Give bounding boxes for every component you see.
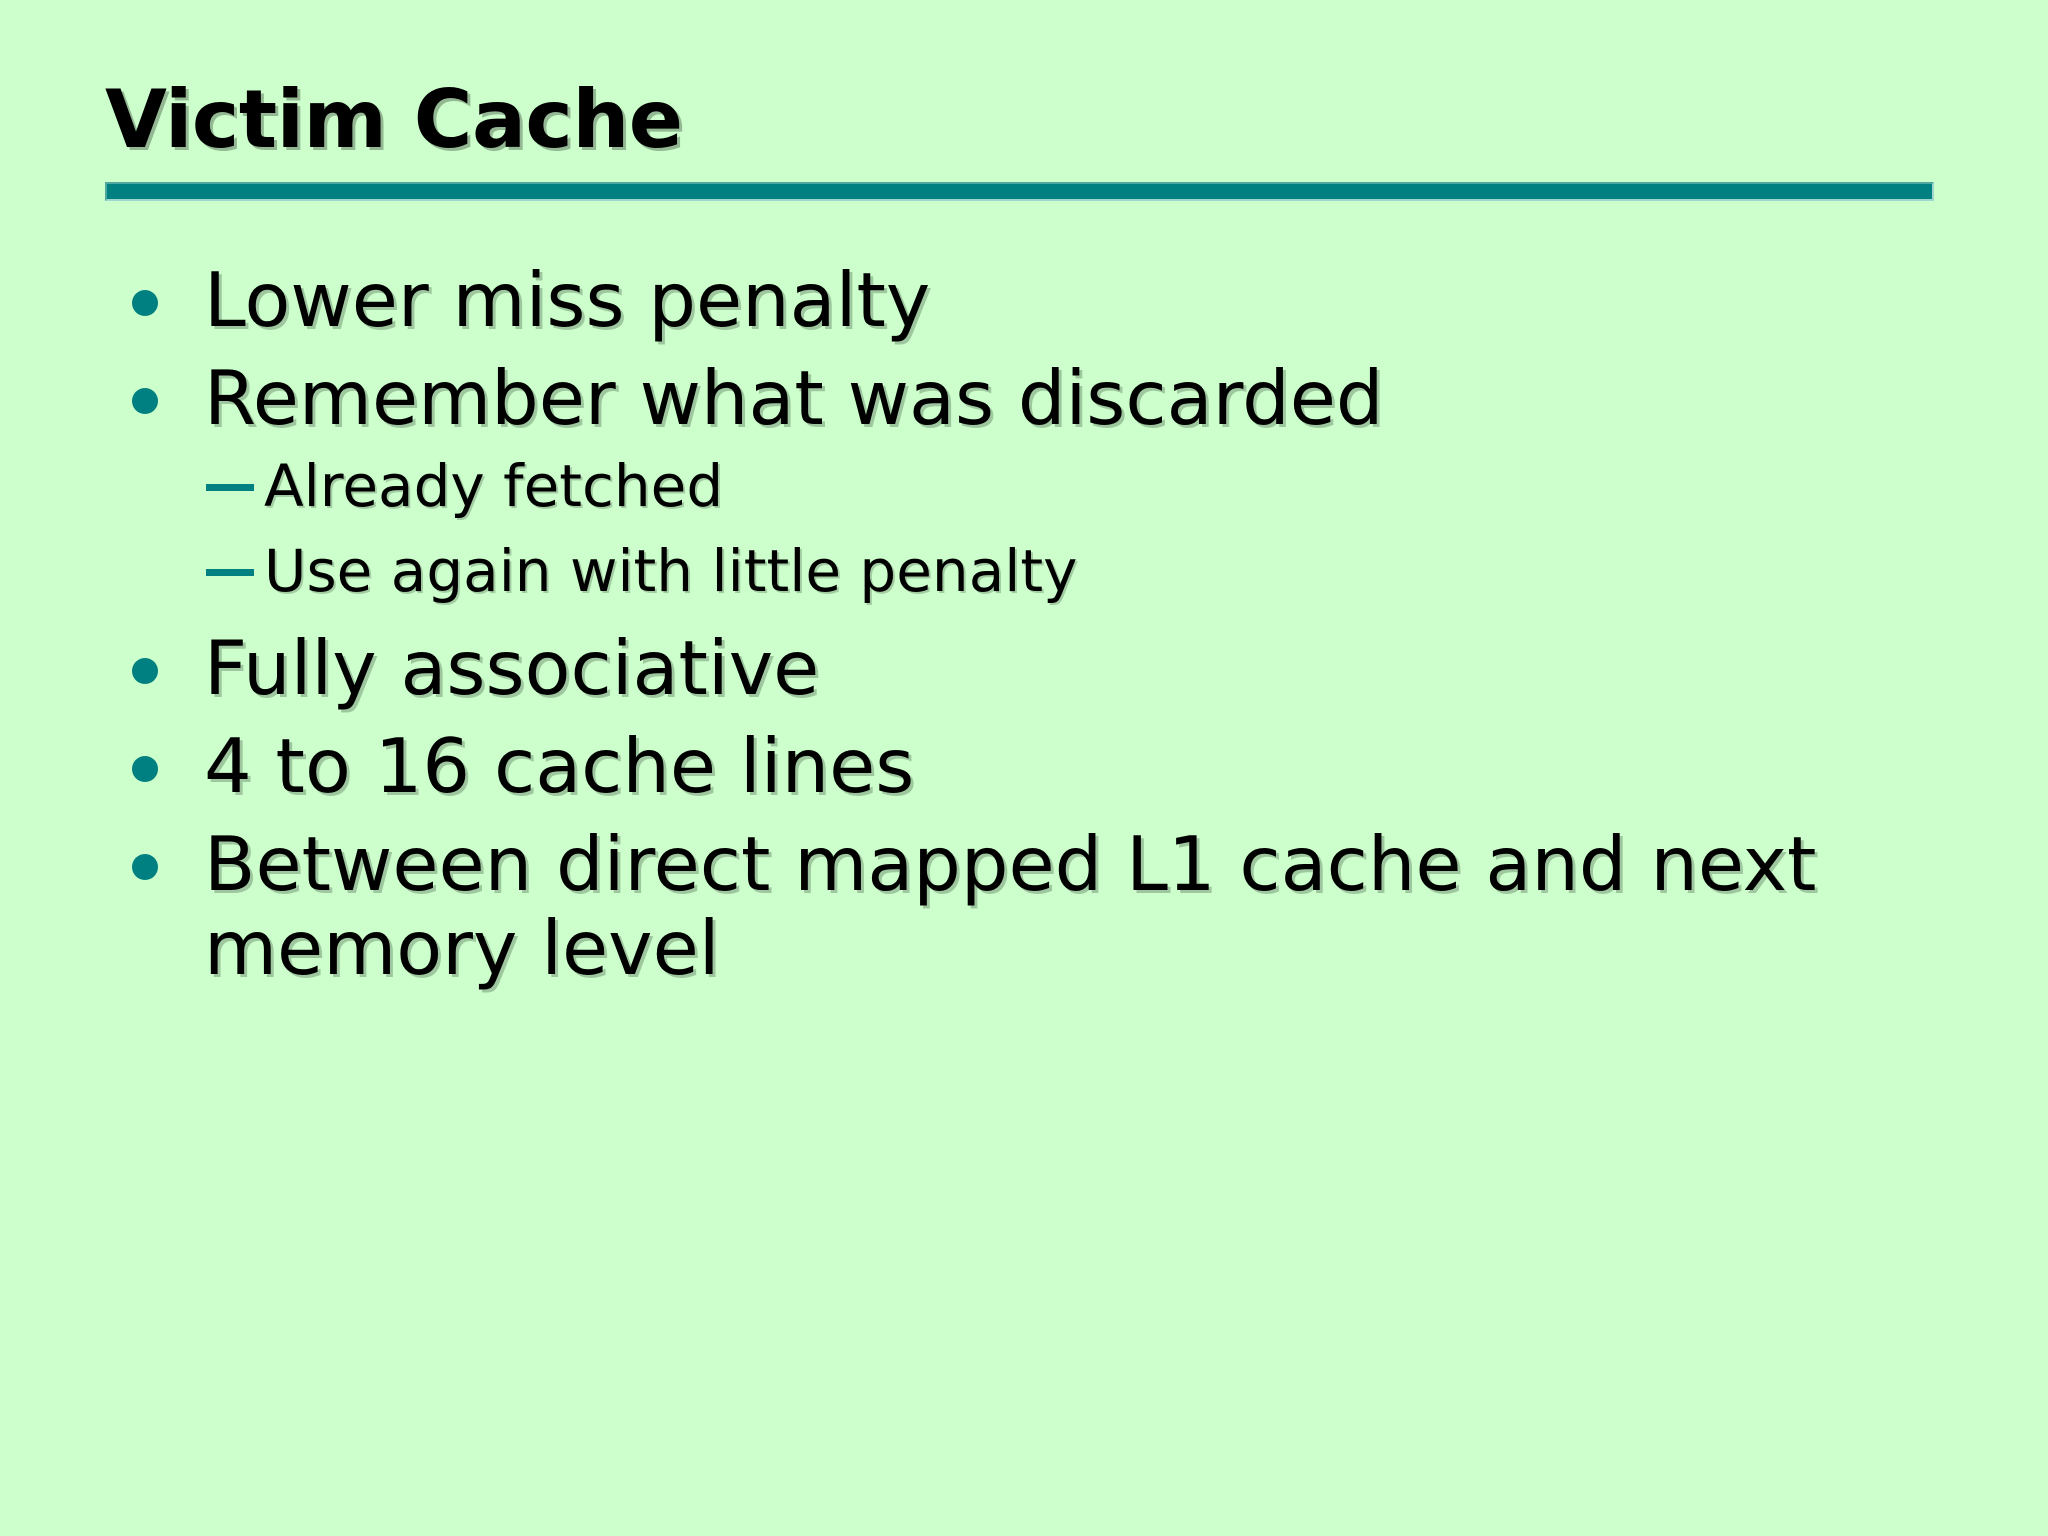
sub-list-item: Already fetched [206,454,1990,519]
round-bullet-icon [110,822,178,880]
bullet-list: Lower miss penalty Remember what was dis… [110,258,1990,1004]
list-item-label: Fully associative [204,623,820,712]
round-bullet-icon [110,258,178,316]
round-bullet-icon [110,626,178,684]
page-title: Victim Cache [105,73,683,166]
sub-list-item-label: Use again with little penalty [264,536,1078,605]
sub-list-item: Use again with little penalty [206,536,1990,605]
list-item: Between direct mapped L1 cache and next … [110,822,1990,990]
round-bullet-icon [110,356,178,414]
em-dash-icon [206,454,264,491]
list-item-label: Remember what was discarded [204,354,1384,442]
round-bullet-icon [110,724,178,782]
list-item: Remember what was discarded [110,356,1990,440]
list-item-label: Between direct mapped L1 cache and next … [204,819,1817,992]
em-dash-icon [206,539,264,576]
title-block: Victim Cache [105,80,1935,201]
list-item: Fully associative [110,626,1990,710]
list-item: 4 to 16 cache lines [110,724,1990,808]
sub-list-item-label: Already fetched [264,452,724,520]
list-item: Lower miss penalty [110,258,1990,342]
list-item-label: Lower miss penalty [204,256,931,344]
list-item-label: 4 to 16 cache lines [204,721,915,810]
title-divider-rule [105,182,1934,201]
